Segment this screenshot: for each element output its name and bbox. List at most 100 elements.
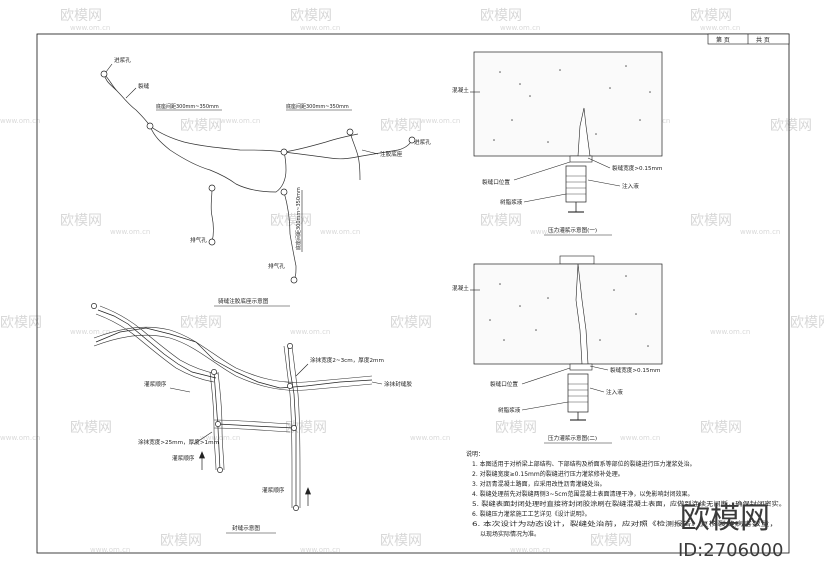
leader-line bbox=[513, 161, 571, 181]
label-vent-1: 排气孔 bbox=[190, 236, 207, 244]
watermark-url: www.om.cn bbox=[0, 434, 40, 442]
watermark-brand: 欧模网 bbox=[0, 315, 42, 331]
injection-nozzle bbox=[569, 363, 593, 371]
grout-arrow-head bbox=[198, 451, 206, 459]
note-item: 1. 本图适用于对桥梁上部结构、下部结构及桥面系等部位的裂缝进行压力灌浆处治。 bbox=[472, 460, 696, 468]
watermark-tile: 欧模网 www.om.cn bbox=[90, 533, 202, 554]
vent-port bbox=[208, 238, 216, 246]
note-item: 以现场实际情况为准。 bbox=[480, 530, 540, 538]
seal-port bbox=[287, 343, 293, 349]
label-injection: 注入液 bbox=[606, 388, 623, 396]
crack-line bbox=[149, 125, 287, 193]
watermark-url: www.om.cn bbox=[420, 117, 460, 125]
watermark-url: www.om.cn bbox=[320, 228, 360, 236]
crack-line bbox=[210, 187, 214, 243]
watermark-tile: 欧模网 www.om.cn bbox=[620, 420, 742, 442]
watermark-tile: 欧模网 www.om.cn bbox=[220, 117, 422, 134]
seal-band bbox=[93, 326, 373, 383]
brand-mark: 欧模网 ID:2706000 bbox=[678, 501, 783, 561]
inlet-port bbox=[100, 70, 108, 78]
watermark-brand: 欧模网 bbox=[380, 118, 422, 134]
watermark-url: www.om.cn bbox=[290, 328, 330, 336]
concrete-block bbox=[473, 263, 663, 365]
watermark-url: www.om.cn bbox=[70, 24, 110, 32]
caption-grouting-2: 压力灌浆示意图(二) bbox=[548, 434, 597, 442]
watermark-url: www.om.cn bbox=[0, 117, 40, 125]
watermark-tile: 欧模网 bbox=[790, 315, 824, 331]
watermark-brand: 欧模网 bbox=[480, 213, 522, 229]
watermark-tile: 欧模网 www.om.cn bbox=[510, 533, 632, 554]
leader-line bbox=[125, 87, 137, 99]
seal-port bbox=[211, 369, 217, 375]
leader-line bbox=[521, 401, 569, 411]
watermark-url: www.om.cn bbox=[90, 546, 130, 554]
watermark-brand: 欧模网 bbox=[60, 8, 102, 24]
injection-base bbox=[280, 148, 288, 156]
leader-line bbox=[589, 387, 605, 393]
label-vent-2: 排气孔 bbox=[268, 262, 285, 270]
label-concrete: 混凝土 bbox=[452, 86, 469, 94]
watermark-url: www.om.cn bbox=[410, 434, 450, 442]
watermark-brand: 欧模网 bbox=[700, 420, 742, 436]
watermark-tile: 欧模网 www.om.cn bbox=[270, 213, 360, 236]
label-width: 裂缝宽度>0.15mm bbox=[610, 366, 660, 374]
label-inlet: 进浆孔 bbox=[114, 56, 131, 64]
title-block: 第 页 共 页 bbox=[707, 33, 790, 45]
watermark-tile: 欧模网 www.om.cn bbox=[300, 533, 422, 554]
watermark-brand: 欧模网 bbox=[270, 213, 312, 229]
crack-line bbox=[103, 73, 359, 153]
seal-band bbox=[283, 345, 293, 508]
watermark-url: www.om.cn bbox=[500, 24, 540, 32]
label-grout-2: 灌浆顺序 bbox=[172, 454, 195, 462]
notes-heading: 说明： bbox=[466, 450, 484, 458]
injection-base bbox=[280, 188, 288, 196]
watermark-url: www.om.cn bbox=[700, 24, 740, 32]
seal-band bbox=[213, 419, 291, 425]
grout-arrow-head bbox=[304, 487, 312, 495]
leader-line bbox=[589, 365, 609, 371]
watermark-url: www.om.cn bbox=[530, 228, 570, 236]
leader-line bbox=[521, 367, 571, 385]
seal-port bbox=[217, 467, 223, 473]
syringe-body bbox=[565, 165, 587, 203]
seal-port bbox=[291, 425, 297, 431]
top-seal-pad bbox=[559, 255, 595, 265]
note-item: 6. 本次设计为动态设计，裂缝处治前，应对照《检测报告》复核裂缝病害数量， bbox=[472, 520, 778, 528]
label-coat-1: 涂抹宽度2~3cm，厚度2mm bbox=[310, 356, 384, 364]
note-item: 4. 裂缝处理前先对裂缝两侧3~5cm范围混凝土表面清理干净，以免影响封闭效果。 bbox=[472, 490, 693, 498]
label-crack-pos: 裂缝口位置 bbox=[490, 380, 518, 388]
label-crack: 裂缝 bbox=[138, 82, 150, 90]
leader-line bbox=[587, 179, 621, 187]
watermark-brand: 欧模网 bbox=[60, 213, 102, 229]
watermark-brand: 欧模网 bbox=[790, 315, 824, 331]
injection-base bbox=[346, 128, 354, 136]
watermark-brand: 欧模网 bbox=[690, 8, 732, 24]
watermark-tile: 欧模网 www.om.cn bbox=[60, 213, 150, 236]
watermark-brand: 欧模网 bbox=[495, 420, 537, 436]
label-grout-1: 灌浆顺序 bbox=[144, 380, 167, 388]
leader-line bbox=[587, 157, 611, 169]
title-block-box bbox=[707, 33, 790, 45]
watermark-tile: 欧模网 www.om.cn bbox=[0, 117, 222, 134]
label-seal: 涂抹封缝胶 bbox=[384, 380, 412, 388]
seal-port bbox=[293, 505, 299, 511]
leader-line bbox=[361, 149, 379, 155]
note-item: 6. 裂缝压力灌浆施工工艺详见《设计说明》。 bbox=[472, 510, 591, 518]
seal-crack bbox=[97, 309, 217, 379]
crack-line bbox=[283, 139, 413, 160]
note-item: 2. 对裂缝宽度≥0.15mm的裂缝进行压力灌浆修补处理。 bbox=[472, 470, 624, 478]
note-item: 5. 裂缝表面封闭处理时直接将封闭胶涂刷在裂缝混凝土表面，应做到连续无间断，确保… bbox=[472, 500, 786, 508]
watermark-layer: 欧模网 www.om.cn 欧模网 www.om.cn 欧模网 www.om.c… bbox=[0, 8, 824, 554]
injection-base bbox=[146, 122, 154, 130]
label-concrete: 混凝土 bbox=[452, 284, 469, 292]
watermark-brand: 欧模网 bbox=[180, 118, 222, 134]
label-inlet-2: 进浆孔 bbox=[414, 138, 431, 146]
watermark-url: www.om.cn bbox=[710, 328, 750, 336]
seal-port bbox=[215, 421, 221, 427]
sheet-frame bbox=[36, 33, 790, 554]
watermark-url: www.om.cn bbox=[300, 546, 340, 554]
seal-band bbox=[213, 427, 291, 433]
design-notes: 说明： 1. 本图适用于对桥梁上部结构、下部结构及桥面系等部位的裂缝进行压力灌浆… bbox=[466, 450, 786, 538]
watermark-tile: 欧模网 www.om.cn bbox=[410, 420, 537, 442]
watermark-brand: 欧模网 bbox=[380, 533, 422, 549]
